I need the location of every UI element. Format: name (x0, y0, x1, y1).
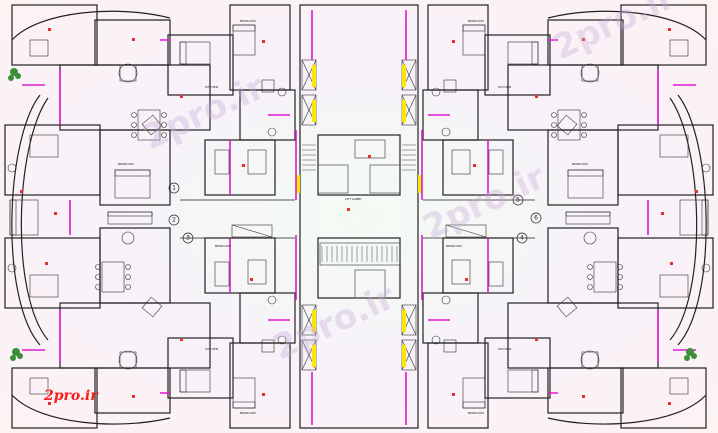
svg-text:4: 4 (520, 235, 524, 242)
plant-icons (8, 68, 697, 361)
room-label: KITCHEN (205, 85, 218, 89)
unit-bottom-right (422, 227, 714, 429)
magenta-partitions (22, 10, 696, 425)
dimension-annotations (20, 28, 698, 405)
grid-marker-2: 2 (168, 214, 180, 226)
unit-bottom-left (4, 227, 296, 429)
room-label: BEDROOM (240, 19, 256, 23)
svg-text:2: 2 (172, 217, 176, 224)
bathroom-fixtures (7, 79, 711, 353)
grid-marker-3: 3 (182, 232, 194, 244)
beds (9, 24, 709, 409)
room-label: BEDROOM (468, 411, 484, 415)
grid-marker-5: 5 (512, 194, 524, 206)
outer-wall-right (547, 10, 707, 425)
outer-wall-left (11, 10, 171, 425)
grid-lines (100, 199, 618, 239)
svg-text:1: 1 (172, 185, 176, 192)
grid-marker-6: 6 (530, 212, 542, 224)
room-label: BEDROOM (446, 244, 462, 248)
svg-text:3: 3 (186, 235, 190, 242)
svg-text:6: 6 (534, 215, 538, 222)
central-core (299, 4, 419, 429)
room-label: KITCHEN (498, 347, 511, 351)
room-label: LIFT LOBBY (345, 197, 362, 201)
room-labels: BEDROOM BEDROOM BEDROOM BEDROOM BEDROOM … (118, 19, 588, 415)
grid-marker-4: 4 (516, 232, 528, 244)
grid-marker-1: 1 (168, 182, 180, 194)
room-label: BEDROOM (572, 162, 588, 166)
room-label: KITCHEN (498, 85, 511, 89)
room-label: BEDROOM (215, 244, 231, 248)
room-label: BEDROOM (468, 19, 484, 23)
dining-tables (29, 39, 689, 395)
sofas (107, 114, 611, 318)
brand-logo: 2pro.ir (43, 388, 99, 404)
svg-text:5: 5 (516, 197, 520, 204)
yellow-shafts (296, 65, 422, 367)
room-label: BEDROOM (240, 411, 256, 415)
room-label: KITCHEN (205, 347, 218, 351)
room-label: BEDROOM (118, 162, 134, 166)
core-stairs (302, 144, 416, 262)
